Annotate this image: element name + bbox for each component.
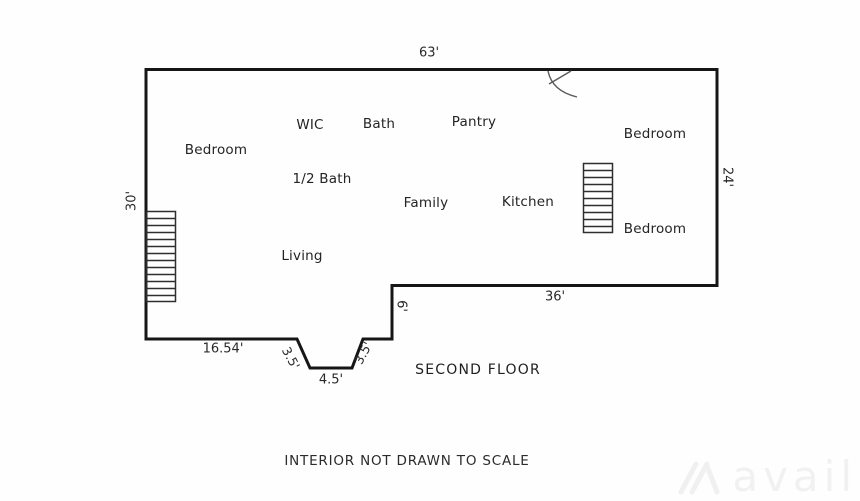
dim-bottom-left: 16.54' xyxy=(202,341,244,357)
avail-logo-icon xyxy=(678,461,720,495)
dim-notch-vertical: 6' xyxy=(393,300,409,312)
room-label-bedroom-left: Bedroom xyxy=(184,142,248,158)
room-label-family: Family xyxy=(403,195,449,211)
scale-disclaimer: INTERIOR NOT DRAWN TO SCALE xyxy=(284,453,530,469)
outer-walls xyxy=(144,68,719,370)
room-label-bath: Bath xyxy=(362,116,396,132)
room-label-kitchen: Kitchen xyxy=(501,194,555,210)
dim-left: 30' xyxy=(124,190,140,212)
room-label-pantry: Pantry xyxy=(451,114,497,130)
dim-right: 24' xyxy=(719,166,735,188)
door-swing-icon xyxy=(547,70,578,98)
stairs-icon xyxy=(145,210,177,303)
floor-title: SECOND FLOOR xyxy=(415,362,541,378)
room-label-bedroom-bottom-right: Bedroom xyxy=(623,221,687,237)
room-label-bedroom-top-right: Bedroom xyxy=(623,126,687,142)
dim-bottom-right: 36' xyxy=(544,289,566,305)
watermark: avail xyxy=(676,456,857,498)
room-label-living: Living xyxy=(281,248,323,264)
dim-top: 63' xyxy=(418,45,440,61)
stairs-icon xyxy=(582,162,614,234)
room-label-half-bath: 1/2 Bath xyxy=(292,171,352,187)
watermark-brand-text: avail xyxy=(732,452,857,501)
dim-notch-bottom: 4.5' xyxy=(318,372,344,388)
room-label-wic: WIC xyxy=(296,117,324,133)
